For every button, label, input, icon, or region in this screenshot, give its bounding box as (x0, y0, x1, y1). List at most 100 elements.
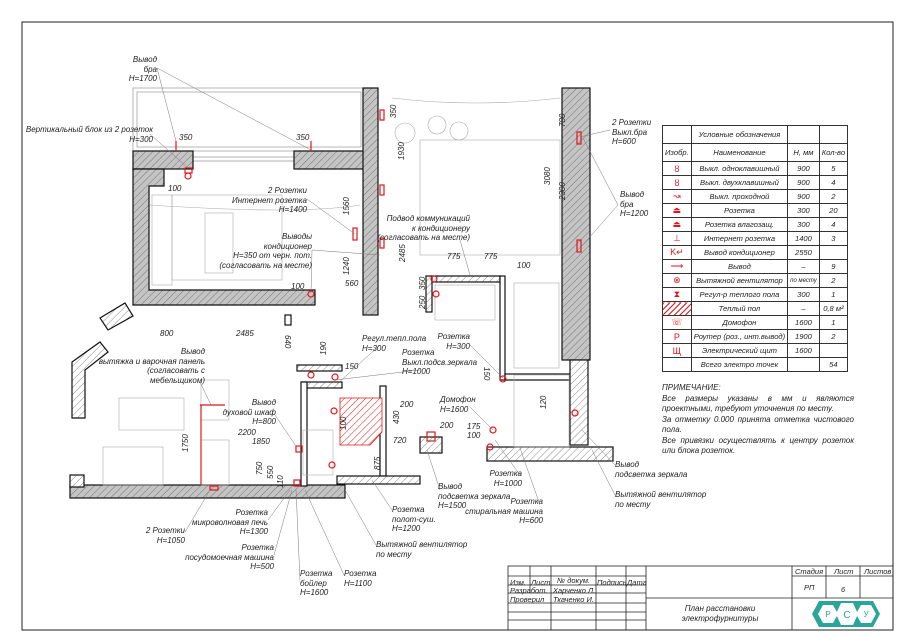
legend-symbol: Щ (672, 345, 682, 356)
legend-qty: 5 (818, 161, 849, 176)
legend-symbol: ⊥ (672, 233, 681, 243)
legend-blank (787, 357, 820, 372)
legend-h: 1600 (787, 315, 820, 330)
label-oven: Вывод духовой шкаф H=800 (222, 398, 276, 426)
label-floor-regulator: Регул.тепл.пола H=300 (362, 334, 427, 353)
logo-letter: С (843, 610, 850, 621)
dimension: 2485 (398, 244, 407, 263)
dimension: 110 (276, 475, 285, 488)
legend-symbol: ȣ (674, 163, 680, 174)
dimension: 780 (558, 113, 567, 127)
label-socket-1100: Розетка H=1100 (344, 569, 377, 588)
dimension: 1240 (342, 257, 351, 275)
legend-qty: 20 (818, 203, 849, 218)
notes-title: ПРИМЕЧАНИЕ: (662, 383, 721, 392)
dimension: 1930 (397, 142, 406, 160)
legend-qty: 2 (818, 329, 849, 344)
dimension: 120 (539, 395, 548, 409)
dimension: 150 (482, 367, 491, 381)
dimension: 2200 (237, 428, 256, 437)
legend-name: Розетка (690, 203, 789, 218)
label-mirror-switch: Розетка Выкл.подсв.зеркала H=1000 (402, 348, 478, 376)
legend-h: 900 (787, 161, 820, 176)
tb-sheet-label: Лист (834, 567, 854, 576)
legend-h: 1900 (787, 329, 820, 344)
ac-output-icon: K↵ (662, 245, 692, 260)
tb-col: № докум. (557, 576, 591, 585)
legend-row: Теплый пол–0,8 м² (662, 301, 849, 316)
legend-h: 300 (787, 203, 820, 218)
legend-name: Выкл. проходной (690, 189, 789, 204)
leader-lines (149, 67, 619, 581)
label-fan-right: Вытяжной вентилятор по месту (615, 490, 707, 509)
dimension: 775 (484, 252, 498, 261)
dimensions: 350 350 100 1560 1240 560 100 2485 775 7… (160, 104, 567, 488)
dimension: 200 (439, 421, 454, 430)
tb-sheet: 6 (841, 585, 846, 594)
legend-qty: 3 (818, 231, 849, 246)
walls (69, 87, 614, 499)
dimension: 350 (179, 133, 193, 142)
tb-title: План расстановки электрофурнитуры (681, 604, 759, 623)
tb-col: Изм. (510, 578, 526, 587)
dimension: 2485 (235, 329, 254, 338)
legend-title: Условные обозначения (690, 125, 789, 144)
dimension: 350 (296, 133, 310, 142)
label-socket-300: Розетка H=300 (437, 332, 470, 351)
dimension: 750 (255, 461, 264, 475)
double-switch-icon: ȣ (662, 175, 692, 190)
warm-floor-icon (662, 301, 692, 316)
label-intercom: Домофон H=1600 (440, 395, 476, 414)
dimension: 100 (168, 184, 182, 193)
label-bra-1700: Вывод бра H=1700 (128, 55, 157, 83)
internet-socket-icon: ⊥ (662, 231, 692, 246)
legend-symbol: ☏ (671, 317, 683, 327)
dimension: 350 (418, 276, 427, 290)
legend-h: 300 (787, 287, 820, 302)
legend-qty (818, 245, 849, 260)
pass-switch-icon: ↝ (662, 189, 692, 204)
note-line: За отметку 0.000 принята отметка чистово… (662, 414, 854, 435)
label-ac-supply: Подвод коммуникаций к кондиционеру (согл… (377, 214, 470, 242)
label-fan-bottom: Вытяжной вентилятор по месту (376, 540, 468, 559)
legend-table: Условные обозначения Изобр. Наименование… (662, 125, 849, 372)
dimension: 3080 (543, 167, 552, 185)
dimension: 800 (160, 329, 174, 338)
label-hood: Вывод вытяжка и варочная панель (согласо… (98, 347, 205, 385)
legend-h: 1400 (787, 231, 820, 246)
dimension: 1560 (342, 197, 351, 215)
legend-name: Розетка влагозащ. (690, 217, 789, 232)
label-two-sockets-1050: 2 Розетки H=1050 (145, 526, 185, 545)
legend-blank (662, 125, 692, 144)
legend-symbol: ⟶ (670, 261, 684, 271)
legend-qty: 9 (818, 259, 849, 274)
note-line: Все размеры указаны в мм и являются прое… (662, 393, 854, 414)
dimension: 720 (393, 436, 407, 445)
legend-name: Домофон (690, 315, 789, 330)
waterproof-socket-icon: ⏏ (662, 217, 692, 232)
dimension: 190 (319, 341, 328, 355)
legend-header: H, мм (787, 143, 820, 162)
legend-header: Кол-во (818, 143, 849, 162)
logo-letter: У (863, 610, 869, 619)
legend-symbol: ↝ (673, 191, 681, 201)
tb-col: Дата (627, 578, 647, 587)
tb-stage: РП (804, 583, 815, 592)
dimension: 100 (291, 282, 305, 291)
single-switch-icon: ȣ (662, 161, 692, 176)
tb-checked-label: Проверил (510, 595, 545, 604)
legend-h: 1600 (787, 343, 820, 358)
legend-name: Вытяжной вентилятор (690, 273, 789, 288)
legend-name: Электрический щит (690, 343, 789, 358)
dimension: 640 (283, 335, 292, 349)
legend-name: Выкл. двухклавишный (690, 175, 789, 190)
electrical-panel-icon: Щ (662, 343, 692, 358)
tb-col: Лист (531, 578, 551, 587)
legend-qty (818, 343, 849, 358)
